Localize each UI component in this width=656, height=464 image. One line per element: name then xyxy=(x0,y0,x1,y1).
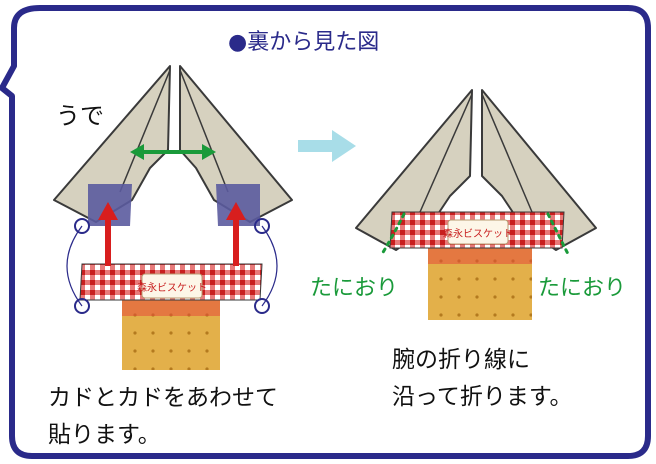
corner-marker-top-left xyxy=(74,218,90,234)
instruction-left-line1: カドとカドをあわせて xyxy=(48,385,278,411)
corner-marker-top-right xyxy=(254,218,270,234)
figure-heading: ●裏から見た図 xyxy=(228,24,379,56)
right-biscuit-label-text: 森永ビスケット xyxy=(443,227,513,240)
heading-bullet: ● xyxy=(228,30,248,55)
fold-line-right xyxy=(546,212,570,256)
instruction-right-line2: 沿って折ります。 xyxy=(392,384,573,410)
attach-arrow-right xyxy=(226,202,246,266)
corner-guide-arc-left xyxy=(66,225,83,307)
instruction-left: カドとカドをあわせて 貼ります。 xyxy=(48,380,278,454)
valley-fold-label-left: たにおり xyxy=(310,276,399,301)
right-biscuit-label xyxy=(447,219,509,245)
valley-fold-label-right: たにおり xyxy=(538,276,627,301)
left-biscuit-label xyxy=(141,273,203,299)
right-fig-right-crease xyxy=(481,93,533,213)
right-fig-left-crease xyxy=(419,93,473,213)
instruction-right: 腕の折り線に 沿って折ります。 xyxy=(392,342,573,416)
right-package-shade xyxy=(428,246,532,264)
arm-label: うで xyxy=(56,102,104,130)
left-package-shade xyxy=(122,296,220,316)
instruction-left-line2: 貼ります。 xyxy=(48,422,161,448)
left-arm-crease xyxy=(119,69,171,193)
overlap-patch-right xyxy=(216,184,260,226)
right-figure: 森永ビスケット xyxy=(355,89,597,320)
right-arm-crease xyxy=(179,69,229,193)
left-figure: 森永ビスケット xyxy=(53,65,293,370)
spread-double-arrow xyxy=(130,144,216,160)
attach-arrow-left xyxy=(98,202,118,266)
corner-marker-bottom-left xyxy=(74,298,90,314)
corner-marker-bottom-right xyxy=(254,298,270,314)
heading-text: 裏から見た図 xyxy=(247,30,380,55)
step-arrow xyxy=(298,130,356,162)
left-biscuit-label-text: 森永ビスケット xyxy=(137,281,207,294)
instruction-right-line1: 腕の折り線に xyxy=(392,347,530,373)
fold-line-left xyxy=(380,212,406,256)
overlap-patch-left xyxy=(88,184,132,226)
corner-guide-arc-right xyxy=(261,225,278,307)
